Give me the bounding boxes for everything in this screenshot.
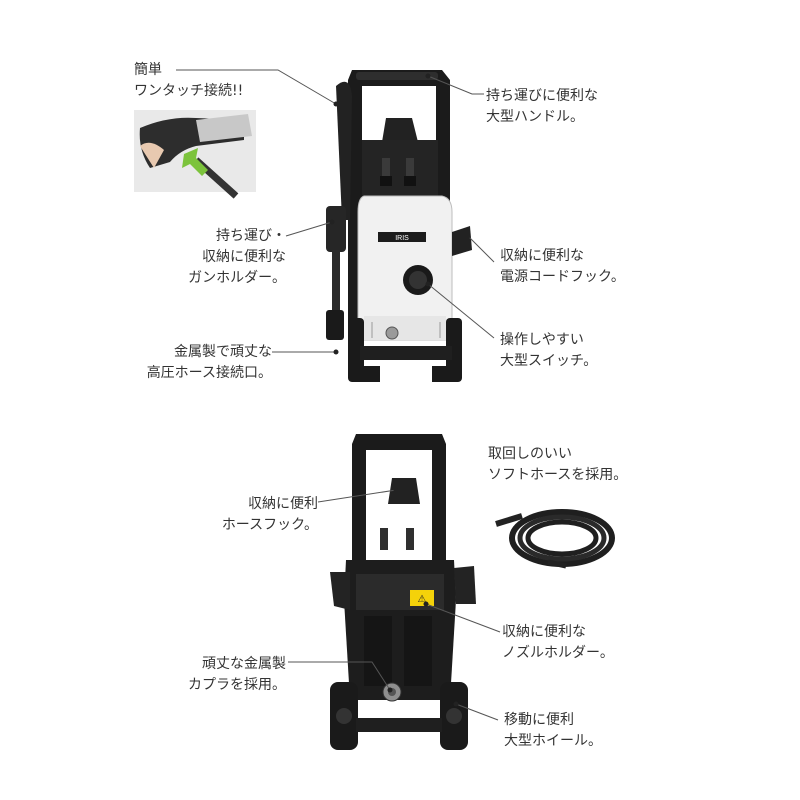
front-pressure-washer: IRIS bbox=[326, 70, 472, 382]
front-gun-holder bbox=[326, 206, 346, 252]
front-hose-port bbox=[385, 326, 399, 340]
callout-line: 収納に便利な bbox=[202, 249, 286, 265]
callout-line: ワンタッチ接続!! bbox=[134, 83, 244, 99]
callout-line: 大型ホイール。 bbox=[504, 733, 602, 749]
callout-line: 持ち運び・ bbox=[216, 228, 286, 244]
callout-line: 大型ハンドル。 bbox=[486, 109, 584, 125]
back-handle-frame bbox=[352, 434, 446, 560]
callout-coupler: 頑丈な金属製 カプラを採用。 bbox=[176, 654, 286, 696]
front-hose-hook bbox=[382, 118, 418, 142]
callout-line: 電源コードフック。 bbox=[500, 269, 625, 285]
callout-line: 簡単 bbox=[134, 62, 162, 78]
callout-line: ホースフック。 bbox=[221, 517, 318, 533]
callout-line: 収納に便利 bbox=[248, 496, 318, 512]
callout-line: 操作しやすい bbox=[500, 332, 584, 348]
callout-wheels: 移動に便利 大型ホイール。 bbox=[504, 710, 602, 752]
callout-line: 取回しのいい bbox=[488, 446, 572, 462]
back-hose-hook bbox=[388, 478, 420, 504]
callout-quick-connect: 簡単 ワンタッチ接続!! bbox=[134, 60, 243, 102]
callout-line: 収納に便利な bbox=[500, 248, 584, 264]
front-cord-hook bbox=[452, 226, 472, 256]
front-gun-grip bbox=[336, 81, 352, 220]
callout-gun-holder: 持ち運び・ 収納に便利な ガンホルダー。 bbox=[168, 226, 286, 289]
callout-line: 高圧ホース接続口。 bbox=[146, 365, 272, 381]
svg-text:⚠: ⚠ bbox=[418, 594, 427, 605]
back-nozzle-holder bbox=[454, 566, 476, 604]
front-brand-plate bbox=[378, 232, 426, 242]
soft-hose-coil bbox=[495, 509, 615, 569]
callout-cord-hook: 収納に便利な 電源コードフック。 bbox=[500, 246, 625, 288]
callout-line: 頑丈な金属製 bbox=[202, 656, 286, 672]
callout-line: ガンホルダー。 bbox=[188, 270, 286, 286]
quick-connect-photo bbox=[134, 110, 256, 199]
callout-line: 大型スイッチ。 bbox=[500, 353, 598, 369]
callout-line: カプラを採用。 bbox=[188, 677, 286, 693]
callout-line: ソフトホースを採用。 bbox=[488, 467, 628, 483]
brand-plate-text: IRIS bbox=[395, 235, 409, 242]
callout-handle: 持ち運びに便利な 大型ハンドル。 bbox=[486, 86, 598, 128]
back-pressure-washer: ⚠ bbox=[330, 434, 476, 750]
insert-arrow-icon bbox=[182, 148, 208, 176]
leader-lines bbox=[176, 69, 501, 721]
callout-hose-hook: 収納に便利 ホースフック。 bbox=[210, 494, 318, 536]
callout-line: ノズルホルダー。 bbox=[502, 645, 614, 661]
callout-line: 金属製で頑丈な bbox=[174, 344, 272, 360]
callout-soft-hose: 取回しのいい ソフトホースを採用。 bbox=[488, 444, 627, 486]
callout-line: 持ち運びに便利な bbox=[486, 88, 598, 104]
callout-hose-port: 金属製で頑丈な 高圧ホース接続口。 bbox=[140, 342, 272, 384]
callout-nozzle-holder: 収納に便利な ノズルホルダー。 bbox=[502, 622, 614, 664]
callout-line: 移動に便利 bbox=[504, 712, 574, 728]
callout-switch: 操作しやすい 大型スイッチ。 bbox=[500, 330, 597, 372]
warning-sticker bbox=[410, 590, 434, 606]
callout-line: 収納に便利な bbox=[502, 624, 586, 640]
